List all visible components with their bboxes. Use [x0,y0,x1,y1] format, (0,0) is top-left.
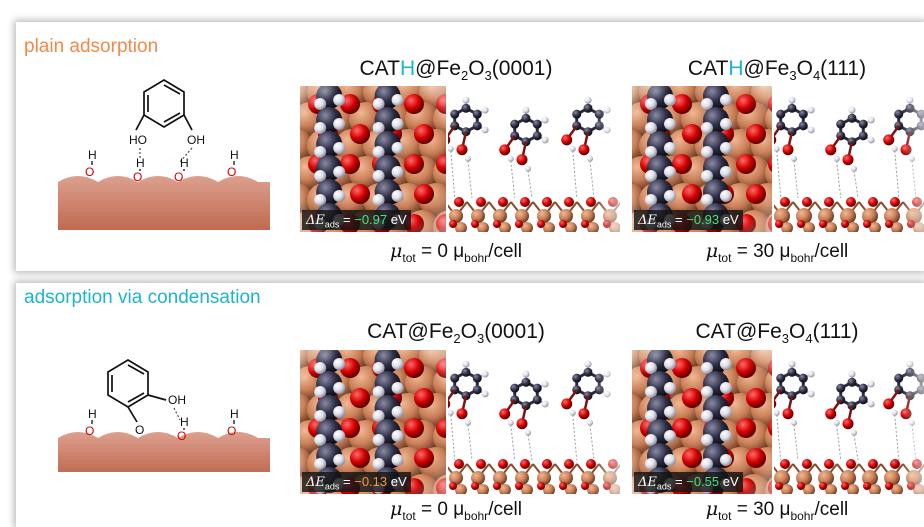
surface-hydroxyls: H H H O O O [85,407,239,443]
adsorption-energy-label: ΔEads = −0.93 eV [634,210,743,230]
svg-text:H: H [136,156,145,170]
section-heading-condensation: adsorption via condensation [24,287,261,308]
case-title-cath-fe2o3: CATH@Fe2O3(0001) [359,57,553,84]
svg-text:O: O [227,424,236,438]
top-view-cath-fe3o4 [632,86,772,232]
svg-text:O: O [85,424,94,438]
svg-text:H: H [180,415,189,429]
bridging-oxygen-label: O [135,423,144,437]
case-title-cat-fe2o3: CAT@Fe2O3(0001) [367,320,545,347]
svg-text:H: H [88,148,97,162]
svg-text:H: H [180,156,189,170]
hydroxyl-label-right: OH [168,393,186,407]
svg-text:H: H [230,148,239,162]
oxide-surface [58,176,270,230]
side-view-cath-fe3o4 [774,86,924,232]
catechol-molecule [135,79,193,131]
top-view-cat-fe3o4 [632,350,772,494]
surface-hydroxyls: H H H H O O O O [85,148,239,184]
magnetic-moment-label: μtot = 0 μbohr/cell [390,240,522,265]
case-title-cath-fe3o4: CATH@Fe3O4(111) [687,57,867,84]
svg-text:O: O [227,165,236,179]
svg-text:H: H [88,407,97,421]
magnetic-moment-label: μtot = 30 μbohr/cell [705,498,849,523]
magnetic-moment-label: μtot = 0 μbohr/cell [390,498,522,523]
adsorption-energy-label: ΔEads = −0.55 eV [634,472,743,492]
svg-text:O: O [174,170,183,184]
catechol-molecule [107,359,167,423]
magnetic-moment-label: μtot = 30 μbohr/cell [705,240,849,265]
scheme-condensation: OH O H H H O O O [58,359,270,472]
side-view-cath-fe2o3 [448,86,620,232]
oxide-surface [58,432,270,472]
side-view-cat-fe2o3 [448,350,620,494]
svg-text:O: O [133,170,142,184]
svg-text:O: O [177,429,186,443]
case-title-cat-fe3o4: CAT@Fe3O4(111) [695,320,859,347]
hydrogen-bond [179,147,193,163]
svg-text:H: H [230,407,239,421]
side-view-cat-fe3o4 [774,350,924,494]
svg-text:O: O [85,165,94,179]
hydroxyl-label-left: HO [129,133,147,147]
adsorption-energy-label: ΔEads = −0.13 eV [302,472,411,492]
section-heading-plain: plain adsorption [24,36,159,57]
scheme-plain-adsorption: HO OH H H H H O O O O [58,79,270,230]
hydroxyl-label-right: OH [187,133,205,147]
adsorption-energy-label: ΔEads = −0.97 eV [302,210,411,230]
